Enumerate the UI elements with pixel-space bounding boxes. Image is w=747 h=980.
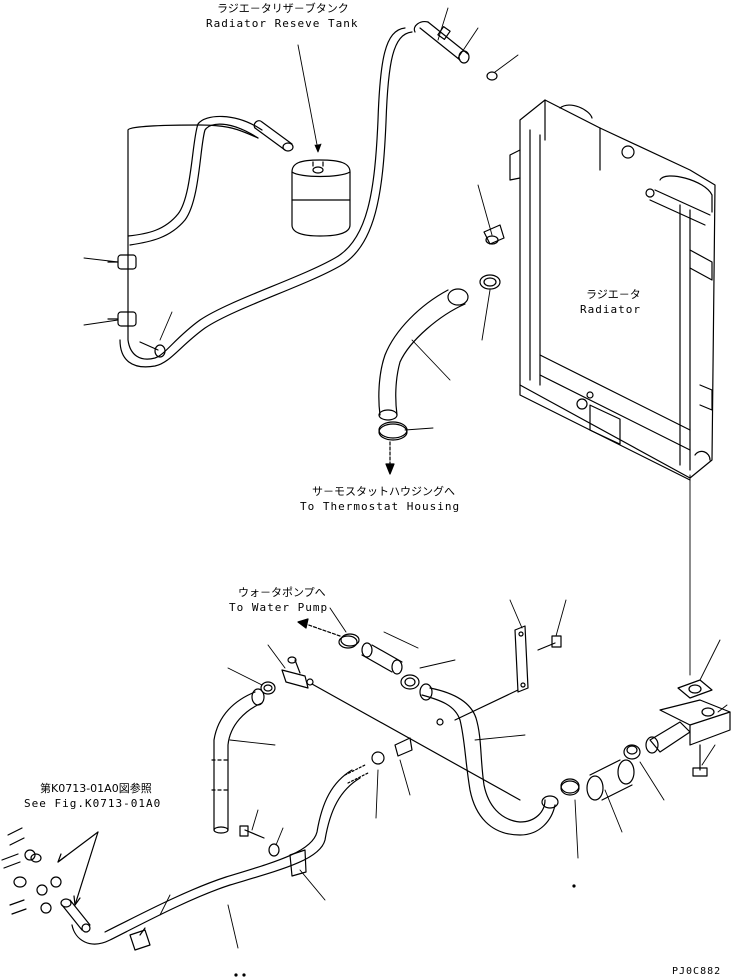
reserve-tank-label-en: Radiator Reseve Tank [206,17,359,30]
drain-cock [61,899,90,932]
radiator-cap [484,225,504,244]
tank-hose [254,121,293,151]
overflow-tube [128,28,405,359]
water-pump-hose [362,643,402,674]
outlet-clamp [561,779,579,795]
water-pump-label-en: To Water Pump [229,601,329,614]
drawing-code: PJ0C882 [672,966,722,977]
thermostat-label-jp: サ－モスタットハウジングへ [312,485,455,498]
outlet-hose [587,760,634,800]
see-fig-label-en: See Fig.K0713-01A0 [24,797,162,810]
elbow-gasket [678,680,712,698]
reserve-tank [292,160,350,236]
tube-clamp-1 [108,255,136,269]
radiator-label-jp: ラジエ－タ [586,288,641,301]
thermostat-hose-clamp [379,422,407,440]
outlet-elbow [646,700,730,753]
water-pump-hose-clamp [339,634,359,648]
water-pump-clamp-2 [401,675,419,689]
bullet-dot-2 [235,974,237,976]
drain-hose-short [345,765,368,783]
reserve-tank-label-jp: ラジエ－タリザ－ブタンク [217,2,349,15]
see-fig-arrow-2 [75,832,98,905]
tee-hose-clamp [261,682,275,694]
see-fig-label-jp: 第K0713-01A0図参照 [40,782,152,795]
tank-vent-tube-inner [128,116,262,236]
bracket-bolt [240,826,264,838]
top-hose-clamp [487,72,497,80]
to-water-pump-arrow [298,619,340,636]
lower-tube-clamp [130,930,150,950]
clamp-bolt [140,342,165,357]
drain-elbow-fitting [395,719,443,756]
pipe-bracket [515,626,528,692]
leader-lines-bottom [160,600,727,948]
upper-radiator-hose [379,289,468,420]
drain-clamp-small [372,752,384,764]
drain-tube [72,770,360,944]
radiator-label-en: Radiator [580,303,641,316]
tube-bracket [290,850,306,876]
upper-hose-clamp [480,275,500,289]
tee-to-pipe-line [312,684,520,800]
reference-fittings [2,828,61,914]
outlet-clamp-2 [624,745,640,759]
bullet-dot-3 [243,974,245,976]
tube-clamp-2 [108,312,136,326]
bullet-dot-1 [573,885,575,887]
bracket-to-pipe-line [455,690,518,720]
radiator [510,100,715,480]
to-thermostat-arrow [386,442,394,474]
overflow-tube-inner [120,32,412,367]
water-pump-label-jp: ウォ－タポンプへ [238,586,326,599]
lower-radiator-pipe [420,684,558,835]
elbow-bolt [693,745,707,776]
leader-lines-top [84,8,518,430]
tank-vent-tube [130,124,258,245]
bypass-hose [212,689,264,833]
bracket-bolt-2 [538,636,561,650]
thermostat-label-en: To Thermostat Housing [300,500,461,513]
bracket-washer [269,844,279,856]
tee-joint [282,657,313,688]
